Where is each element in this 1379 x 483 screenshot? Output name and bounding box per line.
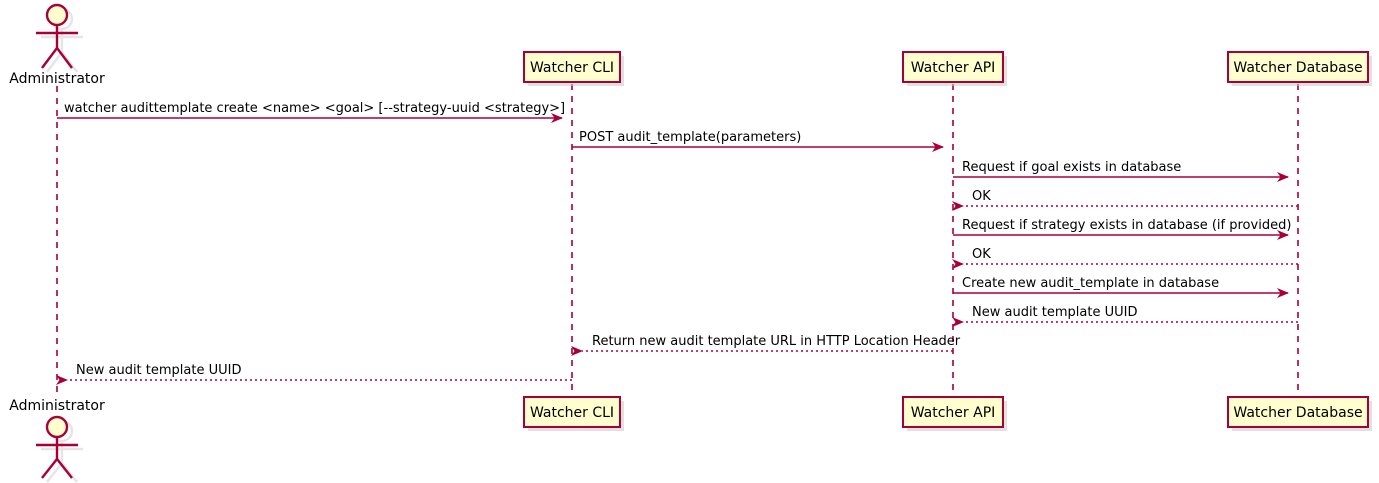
message-5-label: Request if strategy exists in database (…	[962, 218, 1291, 233]
participant-label-cli-top: Watcher CLI	[530, 60, 614, 76]
actor-label-admin-bottom: Administrator	[9, 398, 105, 414]
participant-box-api-bottom-rect[interactable]	[902, 396, 1004, 428]
actor-admin-top-head	[45, 3, 69, 27]
message-3[interactable]: Request if goal exists in database	[953, 160, 1289, 182]
participant-box-db-top[interactable]: Watcher Database	[1227, 51, 1372, 86]
message-1[interactable]: watcher audittemplate create <name> <goa…	[57, 101, 565, 123]
actor-admin-top[interactable]: Administrator	[9, 3, 105, 87]
participant-label-db-top: Watcher Database	[1233, 60, 1362, 76]
message-7-label: Create new audit_template in database	[962, 276, 1219, 291]
message-6[interactable]: OK	[952, 247, 1298, 269]
message-9[interactable]: Return new audit template URL in HTTP Lo…	[571, 334, 961, 356]
message-7[interactable]: Create new audit_template in database	[953, 276, 1289, 298]
lifelines	[56, 84, 1299, 396]
message-3-label: Request if goal exists in database	[962, 160, 1181, 175]
message-2-label: POST audit_template(parameters)	[579, 130, 801, 145]
message-5[interactable]: Request if strategy exists in database (…	[953, 218, 1291, 240]
message-8[interactable]: New audit template UUID	[952, 305, 1298, 327]
participant-label-api-top: Watcher API	[911, 60, 996, 76]
message-9-label: Return new audit template URL in HTTP Lo…	[592, 334, 961, 349]
message-8-label: New audit template UUID	[972, 305, 1137, 320]
participant-box-api-top-rect[interactable]	[902, 51, 1004, 83]
message-1-label: watcher audittemplate create <name> <goa…	[64, 101, 565, 116]
participant-label-cli-bottom: Watcher CLI	[530, 405, 614, 421]
participant-box-db-bottom-rect[interactable]	[1227, 396, 1369, 428]
participant-label-api-bottom: Watcher API	[911, 405, 996, 421]
message-6-label: OK	[972, 247, 991, 262]
participant-box-cli-bottom[interactable]: Watcher CLI	[523, 396, 624, 431]
participant-box-db-top-rect[interactable]	[1227, 51, 1369, 83]
participant-label-db-bottom: Watcher Database	[1233, 405, 1362, 421]
message-10-label: New audit template UUID	[76, 363, 241, 378]
actor-admin-bottom[interactable]: Administrator	[9, 398, 105, 483]
message-4[interactable]: OK	[952, 189, 1298, 211]
actor-admin-top-leg-left	[41, 47, 58, 69]
actor-admin-bottom-leg-right	[56, 458, 73, 479]
message-10[interactable]: New audit template UUID	[56, 363, 572, 385]
participant-box-api-top[interactable]: Watcher API	[902, 51, 1007, 86]
message-2[interactable]: POST audit_template(parameters)	[572, 130, 944, 152]
participant-box-cli-bottom-rect[interactable]	[523, 396, 621, 428]
participant-box-db-bottom[interactable]: Watcher Database	[1227, 396, 1372, 431]
message-4-label: OK	[972, 189, 991, 204]
participant-box-api-bottom[interactable]: Watcher API	[902, 396, 1007, 431]
participant-box-cli-top[interactable]: Watcher CLI	[523, 51, 624, 86]
actor-label-admin-top: Administrator	[9, 71, 105, 87]
actor-admin-bottom-leg-left	[41, 458, 58, 479]
actor-admin-bottom-head	[45, 415, 69, 439]
actor-admin-top-leg-right	[56, 47, 73, 69]
participant-box-cli-top-rect[interactable]	[523, 51, 621, 83]
